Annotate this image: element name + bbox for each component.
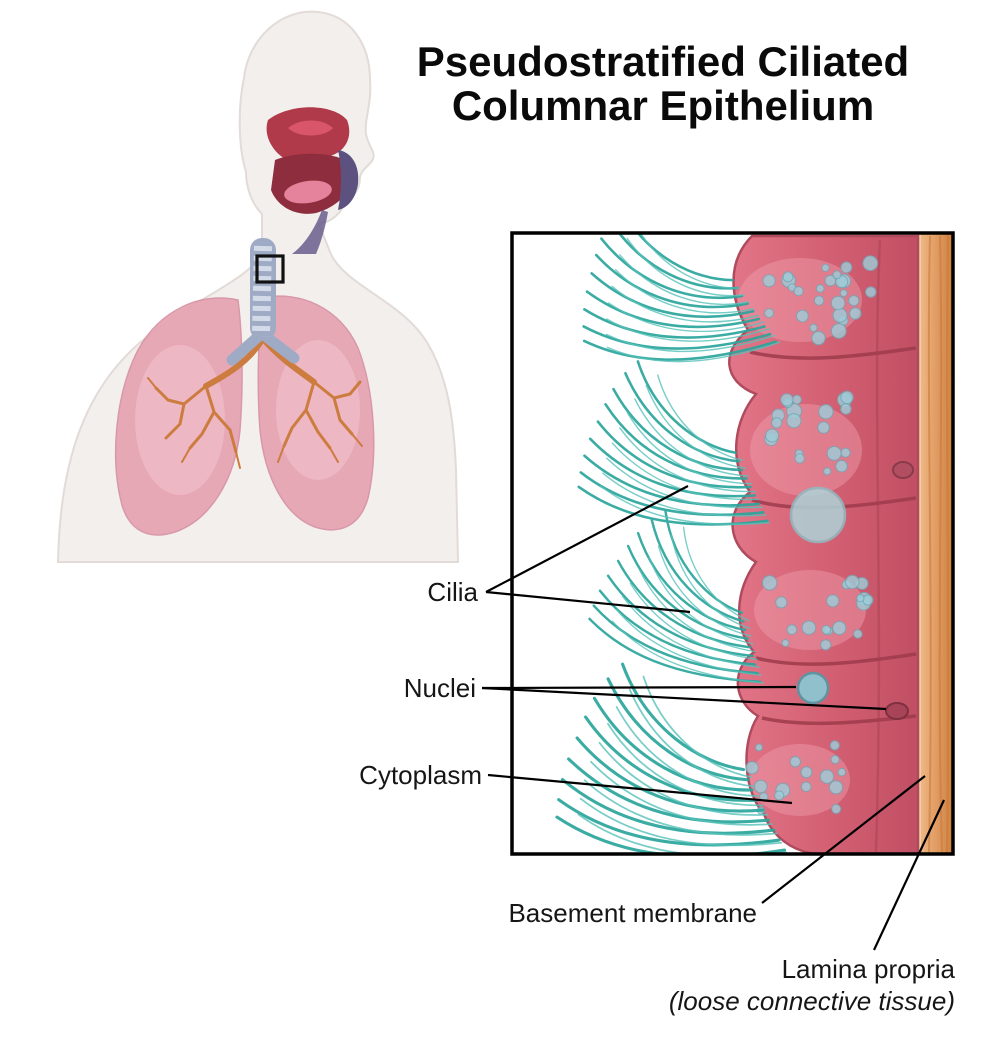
nuclei-line-left [481, 685, 797, 690]
lung-highlight [276, 340, 360, 480]
figure-title-line1: Pseudostratified Ciliated [417, 38, 909, 85]
cytoplasm-line [487, 773, 793, 805]
lamina-fibers [927, 233, 949, 854]
tissue-inset [512, 233, 953, 854]
figure-title-line2: Columnar Epithelium [452, 82, 874, 129]
label-lamina-propria: Lamina propria [782, 954, 956, 984]
zoom-region-marker [255, 254, 285, 284]
nucleus-upper-right [892, 461, 914, 479]
nuclei-line-right [481, 686, 887, 711]
nucleus-right [885, 702, 909, 720]
nucleus-left [796, 671, 830, 705]
label-cilia: Cilia [427, 577, 478, 607]
label-cytoplasm: Cytoplasm [359, 760, 482, 790]
goblet-vesicle [789, 486, 847, 544]
cilia-line-upper [485, 485, 689, 593]
connector-lines [481, 485, 945, 951]
bronchial-tree [147, 337, 363, 469]
nuclei-granules [745, 255, 879, 815]
label-nuclei: Nuclei [404, 673, 476, 703]
left-bronchus [226, 329, 266, 366]
label-lamina-propria-sub: (loose connective tissue) [669, 986, 955, 1016]
torso-illustration [56, 10, 460, 563]
inset-border [510, 231, 955, 856]
label-basement-membrane: Basement membrane [508, 898, 757, 928]
basement-membrane-line [761, 775, 926, 904]
lamina-propria-line [873, 799, 945, 951]
cilia-line-lower [485, 590, 691, 614]
head-cross-section [266, 107, 359, 254]
